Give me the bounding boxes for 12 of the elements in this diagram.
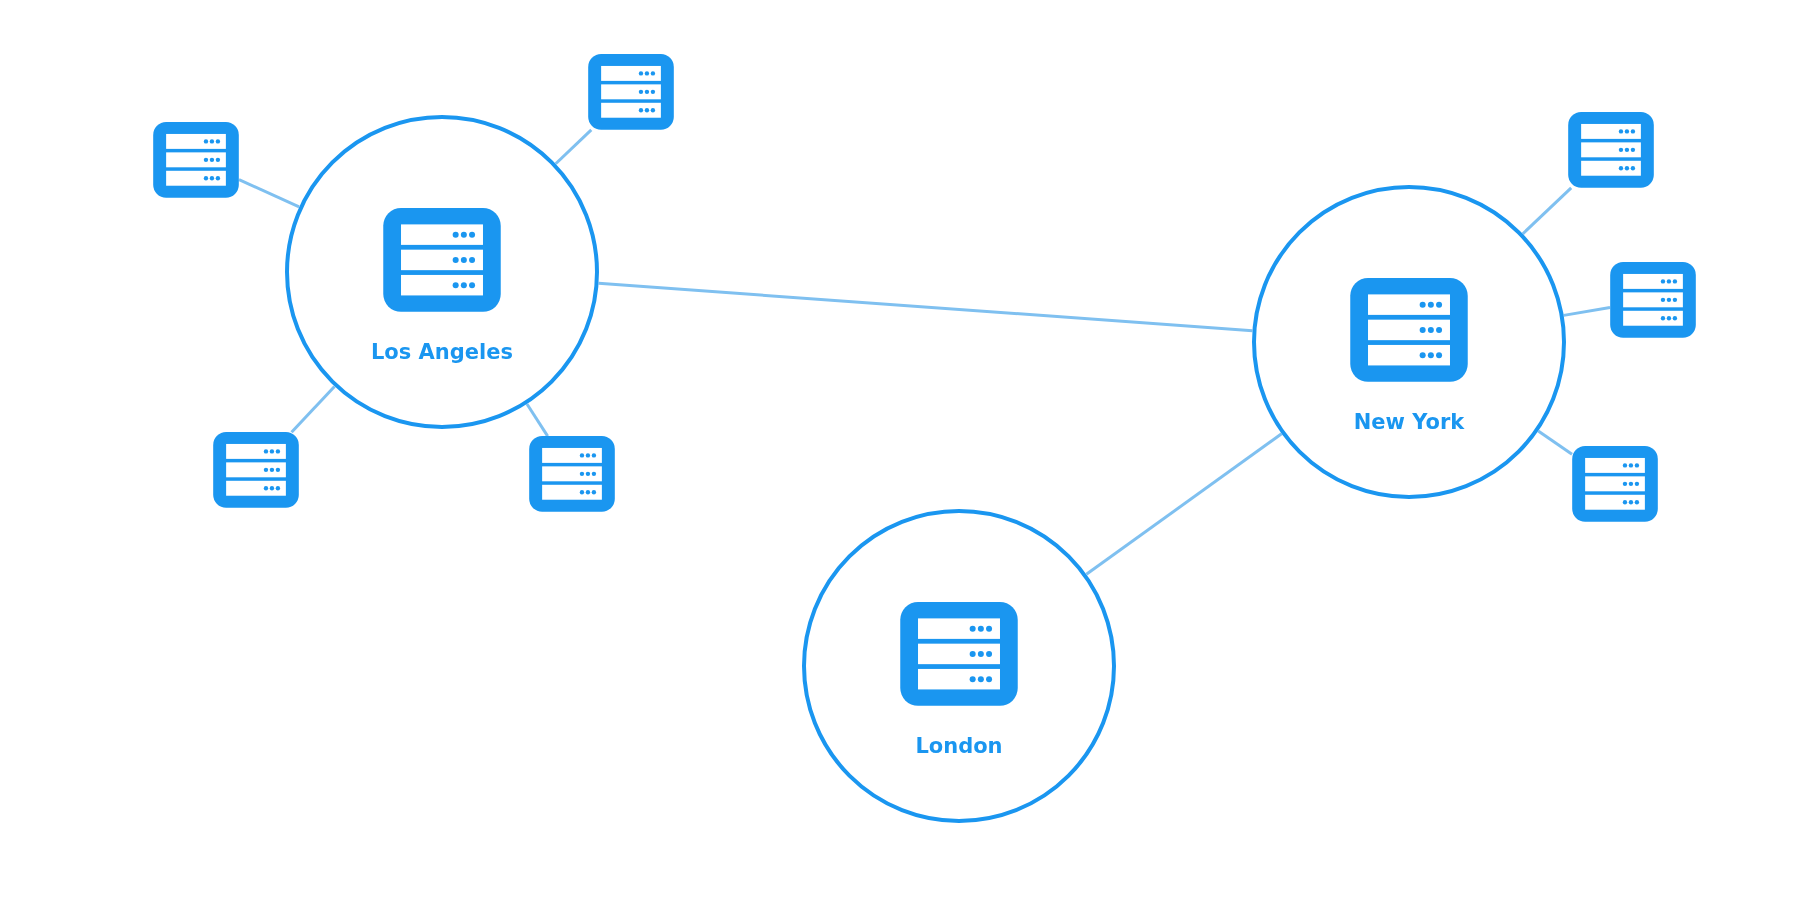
city-label: London: [915, 733, 1003, 758]
connector-line: [1521, 186, 1573, 235]
connector-line: [554, 128, 593, 165]
connector-line: [598, 281, 1253, 333]
connector-line: [238, 178, 300, 209]
city-label: Los Angeles: [370, 339, 513, 364]
connector-line: [1085, 432, 1283, 576]
connector-line: [290, 385, 336, 434]
city-label: New York: [1353, 409, 1465, 434]
connector-line: [1563, 305, 1611, 317]
connector-line: [525, 403, 549, 437]
connector-line: [1537, 429, 1573, 456]
